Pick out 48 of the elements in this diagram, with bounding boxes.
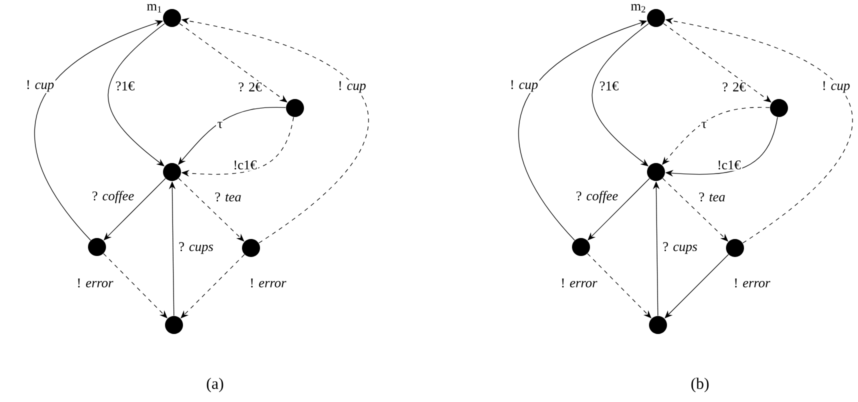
- arrow: [178, 107, 286, 165]
- edge-label: ? 2€: [720, 81, 748, 93]
- state-circle: [647, 163, 665, 181]
- arrow: [104, 178, 166, 240]
- edge-label: ? tea: [213, 191, 243, 203]
- edge-label: ! cup: [508, 78, 540, 94]
- state-circle: [726, 239, 744, 257]
- edge-label: ! cup: [336, 80, 368, 94]
- state-label: m$_{2}$: [630, 4, 646, 12]
- edge-label: ? coffee: [90, 190, 136, 204]
- edge-label: ?1€: [598, 80, 620, 92]
- edge-label: ! cup: [820, 80, 852, 94]
- state-circle: [572, 238, 590, 256]
- edge-label: τ: [700, 120, 708, 130]
- state-circle: [163, 9, 181, 27]
- arrow: [592, 23, 649, 166]
- state-circle: [649, 316, 667, 334]
- arrow: [588, 178, 650, 240]
- state-circle: [242, 239, 260, 257]
- state-circle: [770, 99, 788, 117]
- arrow: [180, 254, 245, 318]
- edge-label: ? 2€: [236, 81, 264, 93]
- subfigure-caption: (b): [691, 378, 709, 392]
- state-label: m$_{1}$: [146, 4, 162, 12]
- edge-label: τ: [216, 120, 224, 130]
- edge-label: ! cup: [24, 78, 56, 94]
- state-circle: [286, 99, 304, 117]
- arrow: [103, 253, 168, 318]
- edge-label: !c1€: [232, 159, 258, 171]
- arrow: [662, 107, 770, 165]
- edge-label: ? cups: [661, 240, 699, 256]
- arrow: [108, 23, 165, 166]
- edge-label: ? coffee: [574, 190, 620, 204]
- edge-label: ! error: [75, 277, 115, 289]
- edge-label: ?1€: [114, 80, 136, 92]
- edge-label: ! error: [248, 277, 288, 289]
- state-circle: [647, 9, 665, 27]
- arrow: [664, 254, 729, 318]
- edge-label: ? tea: [697, 191, 727, 203]
- subfigure-caption: (a): [206, 378, 224, 392]
- arrow: [587, 253, 652, 318]
- state-circle: [88, 238, 106, 256]
- state-circle: [165, 316, 183, 334]
- state-circle: [163, 163, 181, 181]
- edge-label: ! error: [559, 277, 599, 289]
- edge-label: ? cups: [177, 240, 215, 256]
- edge-label: ! error: [732, 277, 772, 289]
- edge-label: !c1€: [716, 159, 742, 171]
